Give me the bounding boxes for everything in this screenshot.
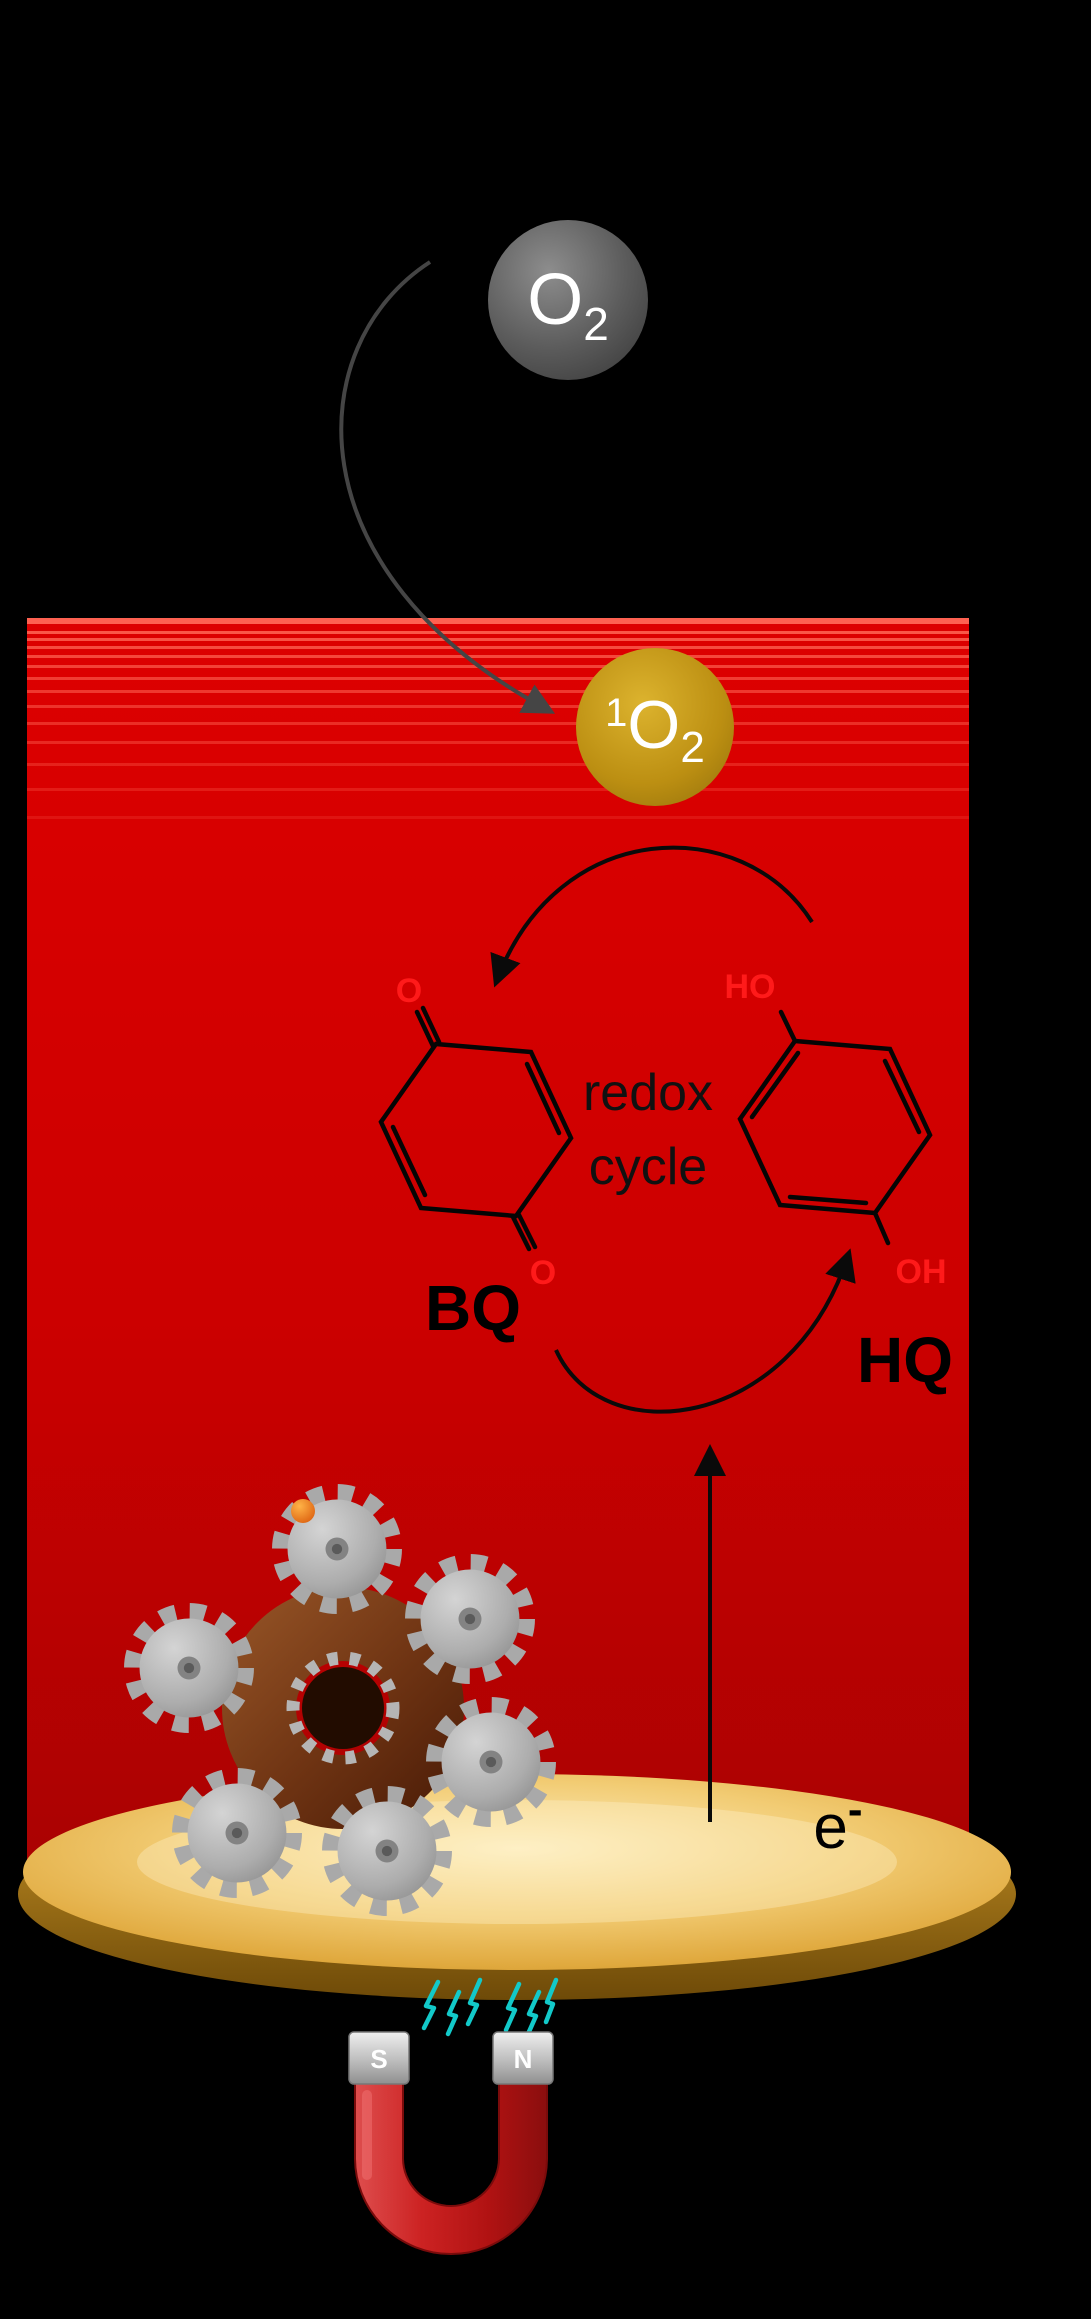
redox-bottom-arrow [554,1248,856,1414]
oxygen-label: O2 [527,260,609,350]
hydroquinone-structure [737,1009,933,1246]
svg-text:cycle: cycle [589,1138,707,1196]
horseshoe-magnet: S N [348,2031,554,2255]
light-stripes [27,618,969,819]
singlet-oxygen-bubble: 1O2 [576,648,734,806]
magnet-pole-cap-n [492,2031,554,2085]
disk-highlight [137,1800,897,1924]
spark-icon [445,1989,462,2037]
magnet-pole-s-label: S [370,2044,387,2074]
torus-nanoparticle [222,1587,464,1829]
gear-right [435,1706,548,1819]
gear-bottom-left [181,1777,294,1890]
redox-top-arrow [490,845,814,988]
benzoquinone-structure [378,1005,574,1252]
spark-icon [503,1981,522,2033]
torus-hole [302,1667,384,1749]
nanoparticle-cluster [133,1493,548,1908]
spark-icon [543,1977,559,2025]
oxygen-bubble: O2 [488,220,648,380]
hq-top-hydroxyl-label: HO [725,968,776,1006]
svg-text:redox: redox [583,1064,713,1122]
bq-top-oxygen-label: O [396,972,422,1010]
bq-bottom-oxygen-label: O [530,1254,556,1292]
orange-sphere [291,1499,315,1523]
magnet-highlight [362,2090,372,2180]
spark-icon [525,1989,542,2037]
hq-bottom-hydroxyl-label: OH [896,1253,947,1291]
gear-upper-right [414,1563,527,1676]
gear-bottom-right [331,1795,444,1908]
spark-icon [465,1977,483,2027]
gear-left [133,1612,246,1725]
magnet-pole-n-label: N [514,2044,533,2074]
hq-label: HQ [857,1324,953,1396]
torus-inner-teeth [286,1651,400,1765]
bq-label: BQ [425,1272,521,1344]
redox-cycle-label: redox cycle [583,1064,713,1196]
singlet-oxygen-label: 1O2 [605,687,705,772]
magnet-body [354,2055,548,2255]
spark-icon [421,1979,441,2031]
o2-to-singlet-arrow [339,260,556,714]
electron-label: e- [813,1785,862,1862]
magnetic-sparks [421,1977,559,2037]
magnet-pole-cap-s [348,2031,410,2085]
